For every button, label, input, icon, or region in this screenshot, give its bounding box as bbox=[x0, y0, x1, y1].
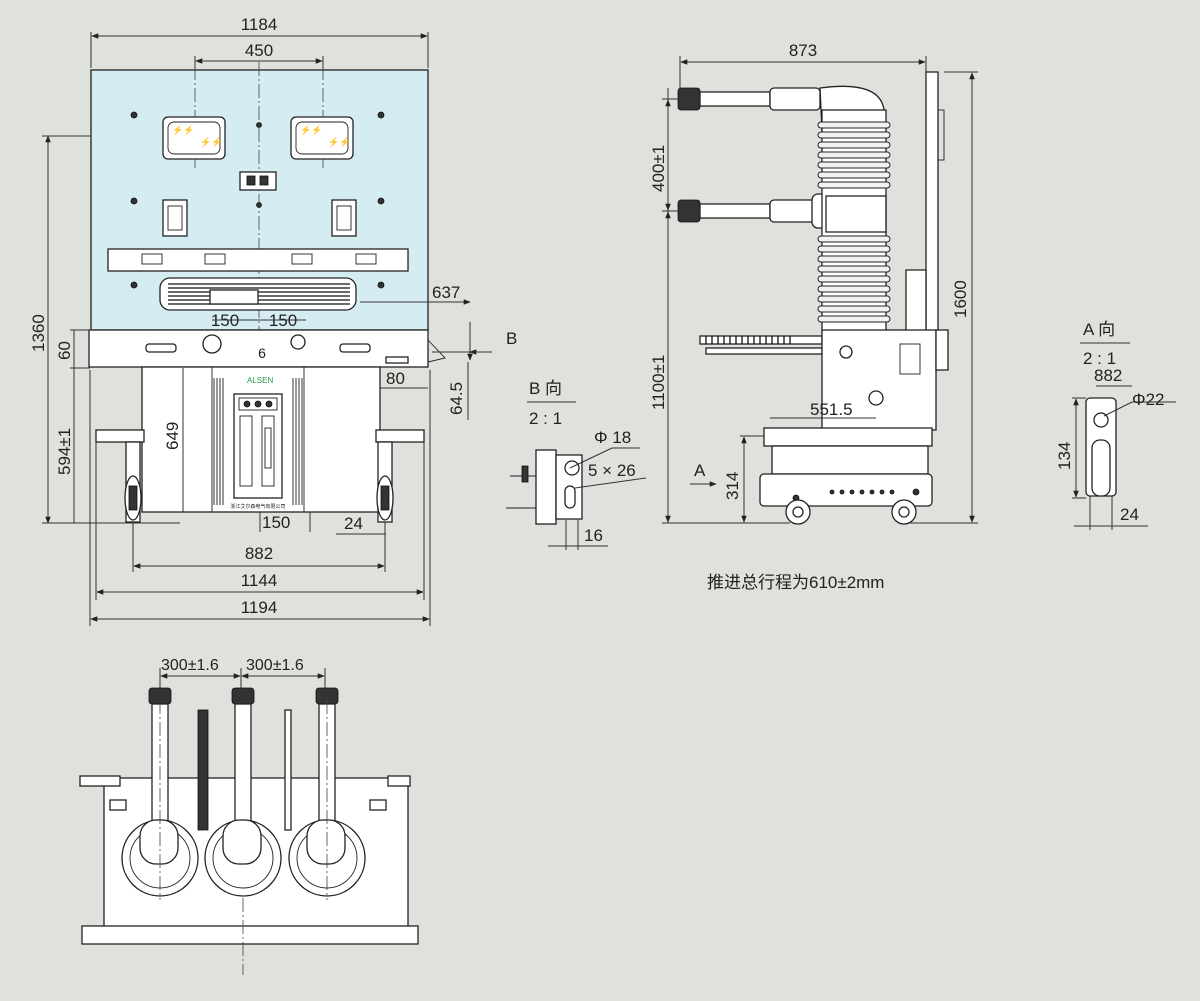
chassis-base bbox=[759, 473, 933, 507]
wheel-right bbox=[375, 429, 425, 523]
dim-134: 134 bbox=[1055, 442, 1074, 470]
phase-barrier-right bbox=[284, 709, 292, 831]
detail-a-title: A 向 bbox=[1083, 320, 1115, 339]
dim-height-60: 60 bbox=[55, 341, 74, 360]
dim-80: 80 bbox=[386, 369, 405, 388]
counter-window bbox=[239, 171, 277, 191]
detail-a-scale: 2 : 1 bbox=[1083, 349, 1116, 368]
dim-1100: 1100±1 bbox=[649, 355, 668, 410]
chassis-rail-upper bbox=[763, 427, 933, 447]
dim-551-5: 551.5 bbox=[810, 400, 853, 419]
svg-text:⚡⚡: ⚡⚡ bbox=[200, 136, 222, 148]
dim-phi18: Φ 18 bbox=[594, 428, 631, 447]
operating-shaft bbox=[202, 334, 222, 354]
dim-height-1360: 1360 bbox=[29, 314, 48, 352]
dim-150-bottom: 150 bbox=[262, 513, 290, 532]
dim-637: 637 bbox=[432, 283, 460, 302]
detail-b-title: B 向 bbox=[529, 379, 562, 398]
insulation-pole bbox=[817, 109, 891, 333]
indicator-window-left: ⚡⚡ ⚡⚡ bbox=[162, 116, 226, 160]
bracket-body bbox=[535, 449, 557, 525]
dim-882-detail: 882 bbox=[1094, 366, 1122, 385]
dim-649: 649 bbox=[163, 422, 182, 450]
dim-6: 6 bbox=[258, 345, 266, 361]
detail-b-scale: 2 : 1 bbox=[529, 409, 562, 428]
dim-pitch-left: 300±1.6 bbox=[161, 657, 219, 674]
rear-plate bbox=[925, 71, 939, 343]
dim-873: 873 bbox=[789, 41, 817, 60]
top-view: 300±1.6 300±1.6 bbox=[79, 657, 419, 975]
svg-text:⚡⚡: ⚡⚡ bbox=[328, 136, 350, 148]
dim-16: 16 bbox=[584, 526, 603, 545]
wheel-left bbox=[95, 429, 145, 523]
slot-right bbox=[331, 199, 357, 237]
dim-slot-5x26: 5 × 26 bbox=[588, 461, 636, 480]
front-view: 1184 450 ⚡⚡ ⚡⚡ ⚡⚡ ⚡⚡ bbox=[29, 15, 517, 626]
dim-24-detail: 24 bbox=[1120, 505, 1139, 524]
detail-view-a: A 向 2 : 1 882 Φ22 134 24 bbox=[1055, 320, 1176, 530]
dim-400: 400±1 bbox=[649, 145, 668, 192]
slot-left bbox=[162, 199, 188, 237]
dim-882: 882 bbox=[245, 544, 273, 563]
detail-view-b: B 向 2 : 1 Φ 18 5 × 26 16 bbox=[506, 379, 647, 550]
dim-314: 314 bbox=[723, 472, 742, 500]
chassis-wheels bbox=[785, 499, 917, 525]
dim-1600: 1600 bbox=[951, 280, 970, 318]
svg-text:⚡⚡: ⚡⚡ bbox=[300, 124, 322, 136]
travel-note: 推进总行程为610±2mm bbox=[707, 573, 884, 592]
indicator-window-right: ⚡⚡ ⚡⚡ bbox=[290, 116, 354, 160]
dim-phi22: Φ22 bbox=[1132, 390, 1164, 409]
dim-64-5: 64.5 bbox=[447, 382, 466, 415]
chassis-rail-middle bbox=[771, 445, 929, 475]
top-base-plate bbox=[81, 925, 419, 945]
hole-phi22 bbox=[1093, 412, 1109, 428]
phase-barrier-left bbox=[197, 709, 209, 831]
contact-arm-phase-b bbox=[204, 687, 282, 897]
mounting-screw-icons bbox=[130, 111, 385, 289]
dim-width-1184: 1184 bbox=[241, 15, 278, 34]
dim-center-450: 450 bbox=[245, 41, 273, 60]
dim-height-594: 594±1 bbox=[55, 428, 74, 475]
nameplate-text: 浙江艾尔森电气有限公司 bbox=[230, 503, 285, 510]
lower-contact-arm bbox=[677, 193, 839, 229]
logo-text: ALSEN bbox=[247, 376, 273, 385]
dim-1194: 1194 bbox=[241, 598, 278, 617]
mechanism-housing bbox=[821, 329, 937, 431]
dim-24: 24 bbox=[344, 514, 363, 533]
view-b-arrow-label: B bbox=[506, 329, 517, 348]
dim-1144: 1144 bbox=[241, 571, 278, 590]
operation-bar bbox=[107, 248, 409, 272]
spring-linkage bbox=[209, 289, 259, 305]
view-a-arrow-label: A bbox=[694, 461, 706, 480]
hole-phi18 bbox=[564, 460, 580, 476]
dim-pitch-right: 300±1.6 bbox=[246, 657, 304, 674]
drive-rod bbox=[699, 335, 823, 355]
side-view: 873 bbox=[649, 41, 978, 592]
svg-text:⚡⚡: ⚡⚡ bbox=[172, 124, 194, 136]
